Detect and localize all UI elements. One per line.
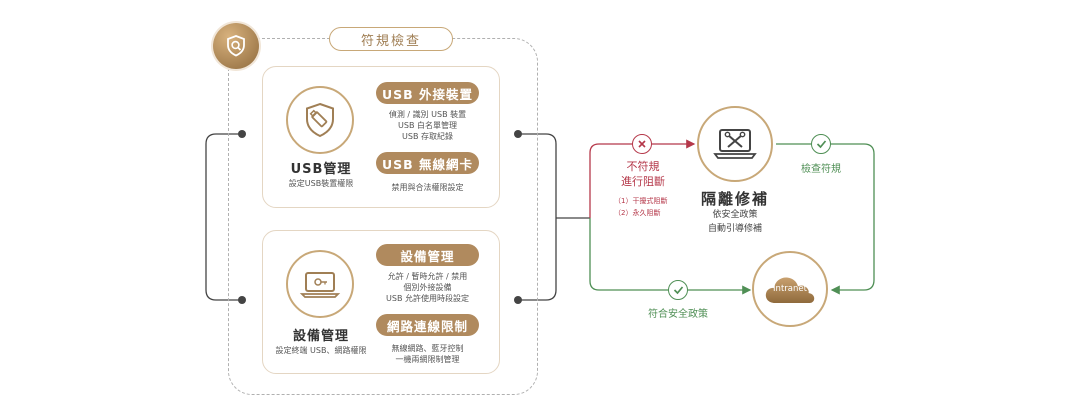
connector-dot-device-right xyxy=(514,296,522,304)
network-restriction-details: 無線網路、藍牙控制 一機兩網限制管理 xyxy=(366,343,489,365)
compliance-title: 符規檢查 xyxy=(329,27,453,51)
detail-line: USB 白名單管理 xyxy=(398,121,457,130)
usb-external-device-details: 偵測 / 識別 USB 裝置 USB 白名單管理 USB 存取紀錄 xyxy=(370,109,485,142)
laptop-device-icon xyxy=(286,250,354,318)
usb-panel-title: USB管理 xyxy=(290,162,352,177)
detail-line: 允許 / 暫時允許 / 禁用 xyxy=(387,272,468,281)
detail-line: 禁用與合法權限設定 xyxy=(391,183,464,192)
x-circle-icon xyxy=(632,134,652,154)
device-panel-subtitle: 設定終端 USB、網路權限 xyxy=(275,346,367,355)
intranet-label: Intranet xyxy=(773,284,807,294)
compliance-title-text: 符規檢查 xyxy=(360,33,421,49)
connector-dot-usb-right xyxy=(514,130,522,138)
remediation-details: 依安全政策 自動引導修補 xyxy=(690,208,780,236)
noncompliant-title-line2: 進行阻斷 xyxy=(621,175,665,188)
device-panel-title: 設備管理 xyxy=(292,329,349,344)
device-management-pill: 設備管理 xyxy=(376,244,479,266)
laptop-tools-icon xyxy=(697,106,773,182)
check-circle-icon xyxy=(811,134,831,154)
usb-panel-subtitle: 設定USB裝置權限 xyxy=(288,179,354,188)
usb-external-device-pill: USB 外接裝置 xyxy=(376,82,479,104)
blocking-note: （1）干擾式阻斷 xyxy=(614,197,668,205)
check-compliant-label: 檢查符規 xyxy=(801,164,841,175)
shield-usb-icon xyxy=(286,86,354,154)
detail-line: USB 存取紀錄 xyxy=(402,132,453,141)
remediation-line: 依安全政策 xyxy=(712,210,758,220)
detail-line: 一機兩網限制管理 xyxy=(395,355,460,364)
blocking-note: （2）永久阻斷 xyxy=(614,209,661,217)
usb-wireless-card-details: 禁用與合法權限設定 xyxy=(370,182,485,193)
noncompliant-title: 不符規 進行阻斷 xyxy=(600,159,686,189)
network-restriction-pill: 網路連線限制 xyxy=(376,314,479,336)
connector-dot-usb-left xyxy=(238,130,246,138)
remediation-line: 自動引導修補 xyxy=(707,224,762,234)
connector-dot-device-left xyxy=(238,296,246,304)
detail-line: USB 允許使用時段設定 xyxy=(386,294,469,303)
detail-line: 偵測 / 識別 USB 裝置 xyxy=(388,110,467,119)
remediation-title: 隔離修補 xyxy=(700,190,769,208)
blocking-notes: （1）干擾式阻斷 （2）永久阻斷 xyxy=(614,195,694,219)
device-management-details: 允許 / 暫時允許 / 禁用 個別外接設備 USB 允許使用時段設定 xyxy=(366,271,489,304)
usb-wireless-card-pill: USB 無線網卡 xyxy=(376,152,479,174)
check-circle-icon xyxy=(668,280,688,300)
detail-line: 個別外接設備 xyxy=(403,283,452,292)
detail-line: 無線網路、藍牙控制 xyxy=(391,344,464,353)
cloud-icon xyxy=(765,277,815,303)
intranet-node: Intranet xyxy=(752,251,828,327)
noncompliant-title-line1: 不符規 xyxy=(626,160,660,173)
shield-search-icon xyxy=(213,23,259,69)
policy-compliant-label: 符合安全政策 xyxy=(648,309,708,320)
